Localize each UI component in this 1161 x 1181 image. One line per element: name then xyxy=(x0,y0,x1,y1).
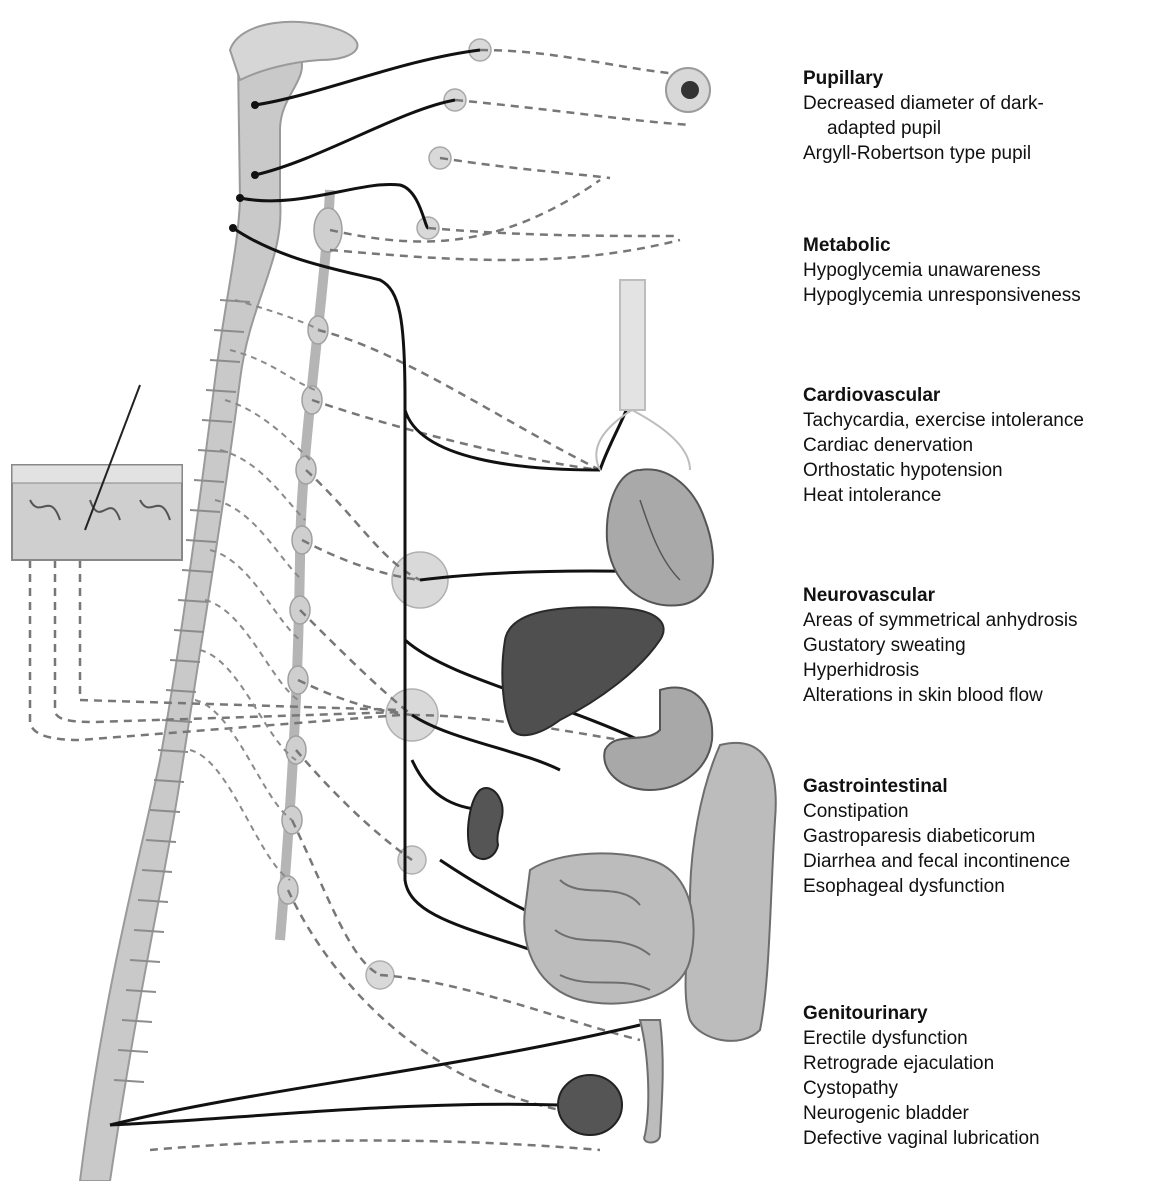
group-line: Cardiac denervation xyxy=(803,433,1084,458)
cardiovascular-group: Cardiovascular Tachycardia, exercise int… xyxy=(803,383,1084,508)
metabolic-group: Metabolic Hypoglycemia unawareness Hypog… xyxy=(803,233,1081,308)
autonomic-nervous-system-illustration xyxy=(0,0,790,1181)
group-heading: Gastrointestinal xyxy=(803,774,1070,799)
group-line: Cystopathy xyxy=(803,1076,1040,1101)
group-line: Neurogenic bladder xyxy=(803,1101,1040,1126)
cranial-ganglia xyxy=(417,39,491,239)
genitourinary-group: Genitourinary Erectile dysfunction Retro… xyxy=(803,1001,1040,1151)
group-line: Hypoglycemia unawareness xyxy=(803,258,1081,283)
group-line: Constipation xyxy=(803,799,1070,824)
group-line: Areas of symmetrical anhydrosis xyxy=(803,608,1078,633)
group-heading: Metabolic xyxy=(803,233,1081,258)
kidney-icon xyxy=(468,788,503,859)
group-line: Decreased diameter of dark- xyxy=(803,91,1044,116)
group-line: Tachycardia, exercise intolerance xyxy=(803,408,1084,433)
spinal-cord xyxy=(80,42,302,1181)
bladder-icon xyxy=(558,1075,622,1135)
group-heading: Pupillary xyxy=(803,66,1044,91)
stomach-icon xyxy=(604,687,712,790)
group-line: Retrograde ejaculation xyxy=(803,1051,1040,1076)
skin-block-icon xyxy=(12,385,182,560)
pupillary-group: Pupillary Decreased diameter of dark- ad… xyxy=(803,66,1044,166)
group-line: Argyll-Robertson type pupil xyxy=(803,141,1044,166)
group-heading: Genitourinary xyxy=(803,1001,1040,1026)
heart-icon xyxy=(607,469,713,605)
group-line: adapted pupil xyxy=(803,116,1044,141)
group-line: Gastroparesis diabeticorum xyxy=(803,824,1070,849)
group-line: Orthostatic hypotension xyxy=(803,458,1084,483)
group-heading: Neurovascular xyxy=(803,583,1078,608)
group-line: Alterations in skin blood flow xyxy=(803,683,1078,708)
eye-icon xyxy=(666,68,710,112)
group-heading: Cardiovascular xyxy=(803,383,1084,408)
gastrointestinal-group: Gastrointestinal Constipation Gastropare… xyxy=(803,774,1070,899)
group-line: Gustatory sweating xyxy=(803,633,1078,658)
group-line: Defective vaginal lubrication xyxy=(803,1126,1040,1151)
group-line: Esophageal dysfunction xyxy=(803,874,1070,899)
group-line: Erectile dysfunction xyxy=(803,1026,1040,1051)
group-line: Hypoglycemia unresponsiveness xyxy=(803,283,1081,308)
group-line: Diarrhea and fecal incontinence xyxy=(803,849,1070,874)
neurovascular-group: Neurovascular Areas of symmetrical anhyd… xyxy=(803,583,1078,708)
intestine-icon xyxy=(524,743,776,1143)
prevertebral-ganglia xyxy=(366,552,448,989)
group-line: Hyperhidrosis xyxy=(803,658,1078,683)
group-line: Heat intolerance xyxy=(803,483,1084,508)
